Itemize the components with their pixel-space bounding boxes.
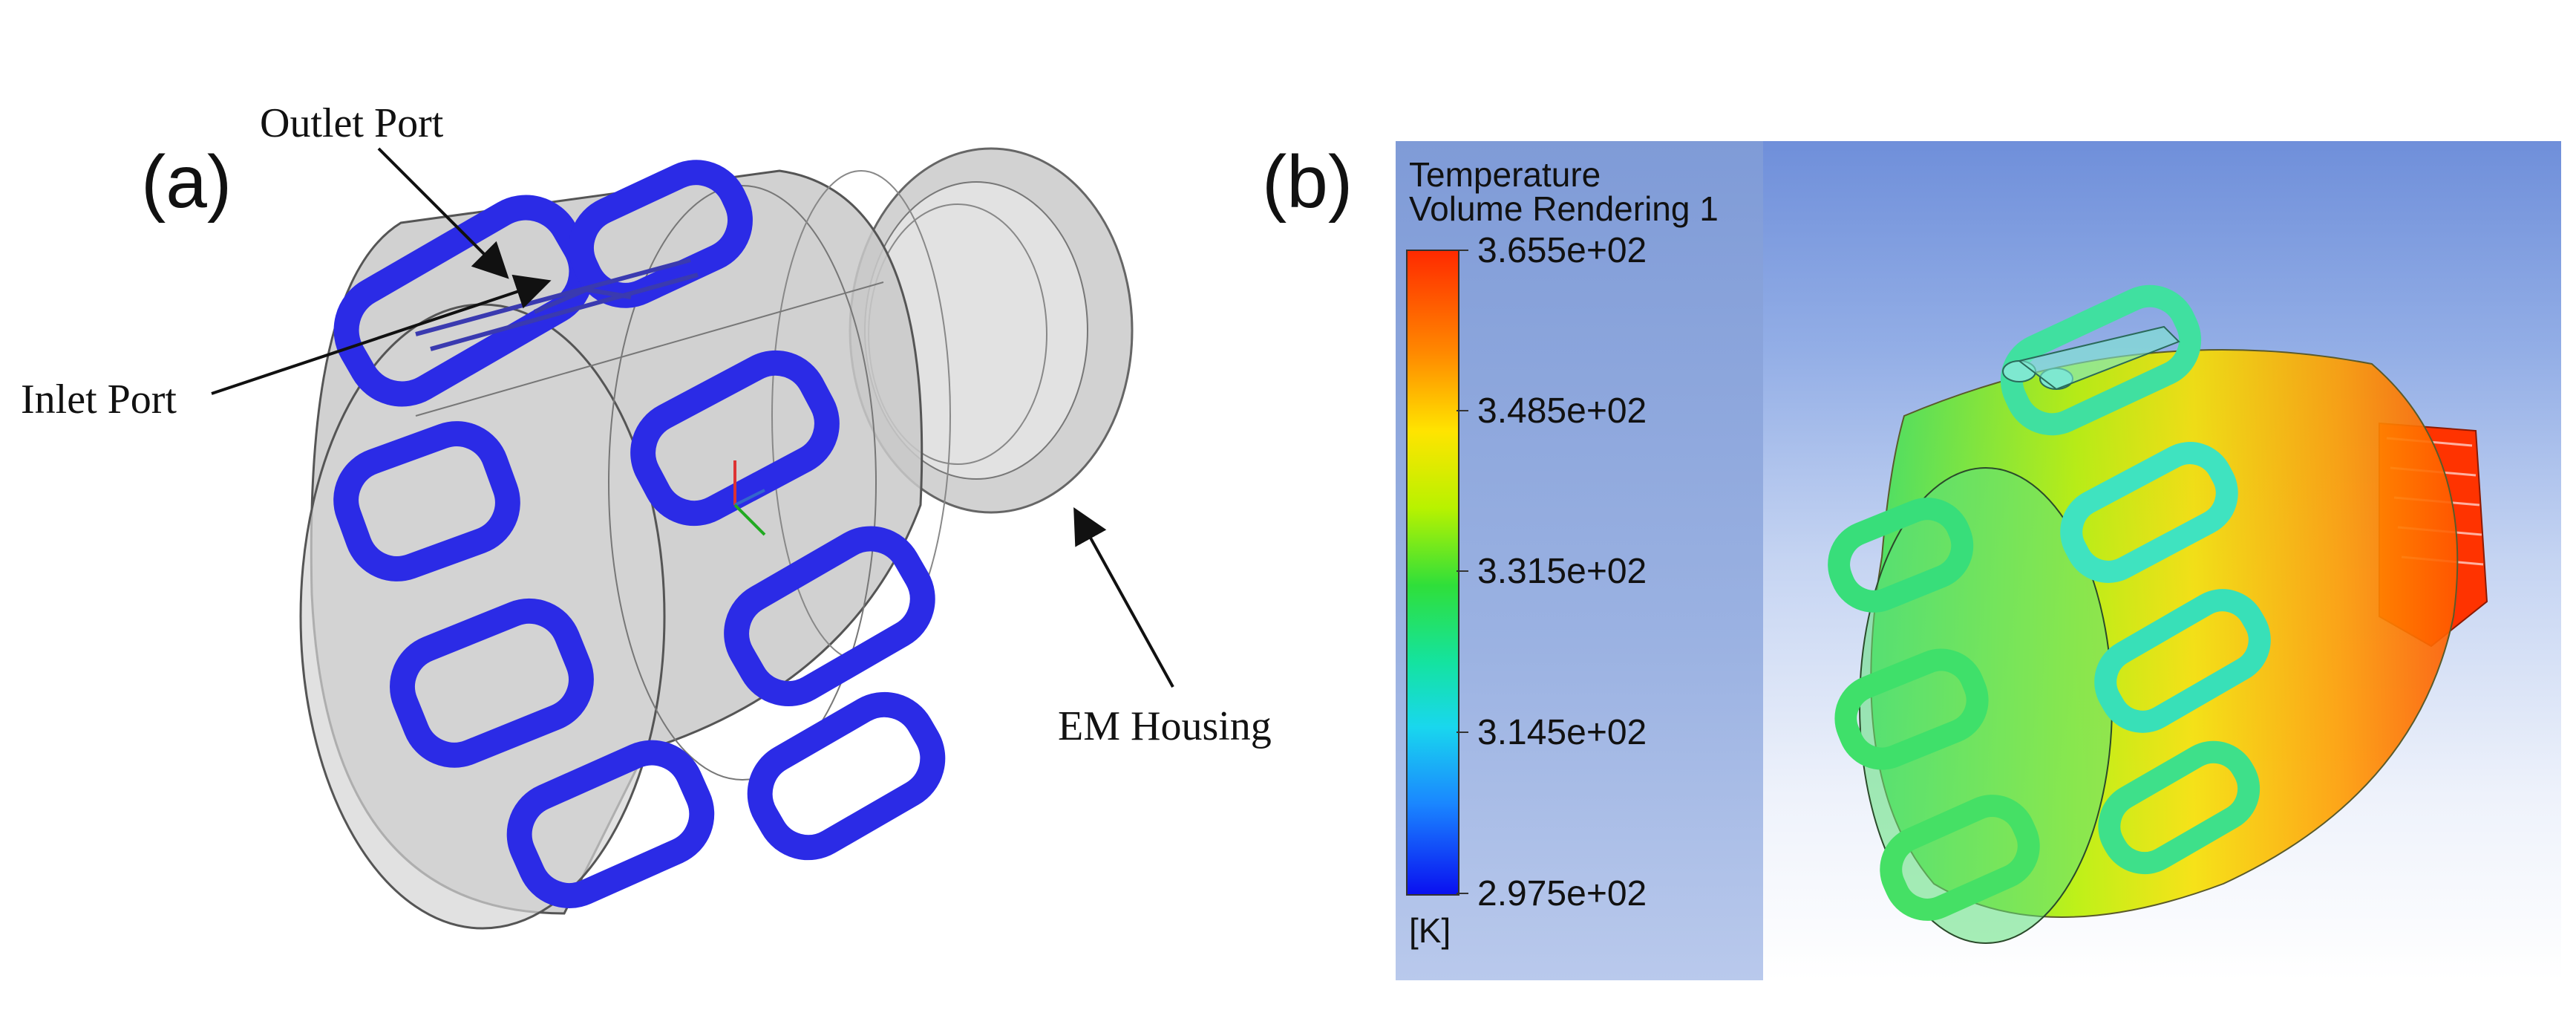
em-housing-arrow xyxy=(1073,506,1174,688)
colorbar-tick xyxy=(1457,893,1468,894)
legend-title: Temperature xyxy=(1409,155,1601,194)
colorbar-tick-label: 3.485e+02 xyxy=(1477,391,1647,431)
colorbar-tick xyxy=(1457,732,1468,733)
axis-triad xyxy=(733,460,766,536)
temperature-contour-panel: Temperature Volume Rendering 1 3.655e+02… xyxy=(1396,141,2561,980)
outlet-port-arrow xyxy=(377,147,509,279)
temperature-render-viewport xyxy=(1763,141,2561,980)
legend-subtitle: Volume Rendering 1 xyxy=(1409,189,1719,228)
temperature-model-render xyxy=(1828,284,2488,944)
inlet-outlet-ports xyxy=(2002,325,2180,391)
colorbar-tick-label: 3.145e+02 xyxy=(1477,713,1647,752)
inlet-port-arrow xyxy=(211,274,552,395)
legend-unit: [K] xyxy=(1409,911,1451,950)
temperature-colorbar xyxy=(1406,250,1459,896)
panel-b-label: (b) xyxy=(1262,140,1353,224)
colorbar-tick-label: 3.315e+02 xyxy=(1477,552,1647,591)
cooling-tube-loops xyxy=(333,160,946,908)
em-housing-label: EM Housing xyxy=(1058,703,1272,749)
inlet-port-label: Inlet Port xyxy=(21,377,177,423)
panel-a-label: (a) xyxy=(141,140,232,224)
colorbar-tick-label: 2.975e+02 xyxy=(1477,874,1647,913)
colorbar-tick xyxy=(1457,570,1468,572)
tube-manifold xyxy=(415,258,699,351)
cooled-tube-loops xyxy=(1828,284,2271,921)
legend-panel: Temperature Volume Rendering 1 3.655e+02… xyxy=(1396,141,1763,980)
cooling-jacket-model xyxy=(211,147,1174,930)
colorbar-tick xyxy=(1457,410,1468,411)
colorbar-tick xyxy=(1457,250,1468,251)
colorbar-tick-label: 3.655e+02 xyxy=(1477,231,1647,270)
outlet-port-label: Outlet Port xyxy=(260,100,444,146)
